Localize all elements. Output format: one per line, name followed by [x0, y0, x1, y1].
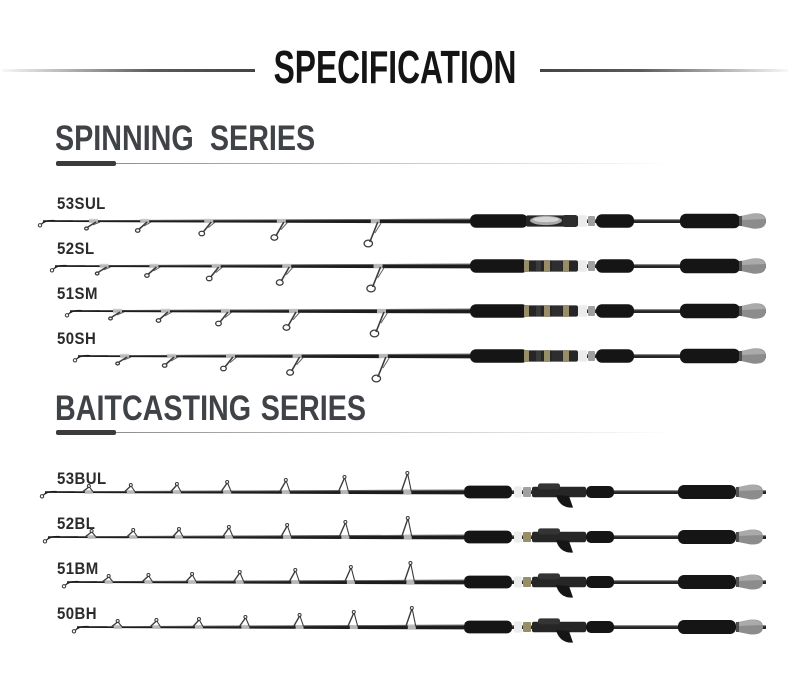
rod-row-51bm: 51BM	[0, 560, 790, 605]
rod-row-51sm: 51SM	[0, 284, 790, 338]
rod-row-52bl: 52BL	[0, 515, 790, 560]
baitcasting-heading-rule	[116, 432, 676, 433]
spinning-heading-rule	[116, 163, 676, 164]
rod-row-52sl: 52SL	[0, 239, 790, 293]
rod-label: 53SUL	[57, 194, 106, 213]
rod-label: 50BH	[57, 604, 98, 623]
spinning-rod-illustration	[37, 213, 766, 248]
baitcasting-rod-illustration	[71, 606, 766, 643]
title-rule-left	[2, 69, 255, 72]
rod-label: 52SL	[57, 239, 95, 258]
rod-label: 51BM	[57, 559, 99, 578]
spinning-rod-illustration	[49, 258, 766, 293]
rod-row-50bh: 50BH	[0, 605, 790, 650]
rod-row-53sul: 53SUL	[0, 194, 790, 248]
spinning-rod-illustration	[72, 348, 766, 383]
rod-label: 51SM	[57, 284, 98, 303]
spinning-rod-illustration	[64, 303, 766, 338]
rod-row-50sh: 50SH	[0, 329, 790, 383]
page-title: SPECIFICATION	[273, 41, 517, 93]
rod-label: 52BL	[57, 514, 96, 533]
rod-label: 53BUL	[57, 469, 107, 488]
baitcasting-rod-illustration	[42, 516, 766, 553]
spinning-heading-underline	[56, 161, 116, 166]
baitcasting-rod-illustration	[39, 471, 766, 508]
baitcasting-heading-underline	[56, 430, 116, 435]
title-rule-right	[540, 69, 788, 72]
spinning-series-heading: SPINNING SERIES	[55, 119, 316, 158]
rod-row-53bul: 53BUL	[0, 470, 790, 515]
rod-label: 50SH	[57, 329, 97, 348]
baitcasting-rod-illustration	[61, 561, 766, 598]
baitcasting-series-heading: BAITCASTING SERIES	[55, 389, 366, 428]
